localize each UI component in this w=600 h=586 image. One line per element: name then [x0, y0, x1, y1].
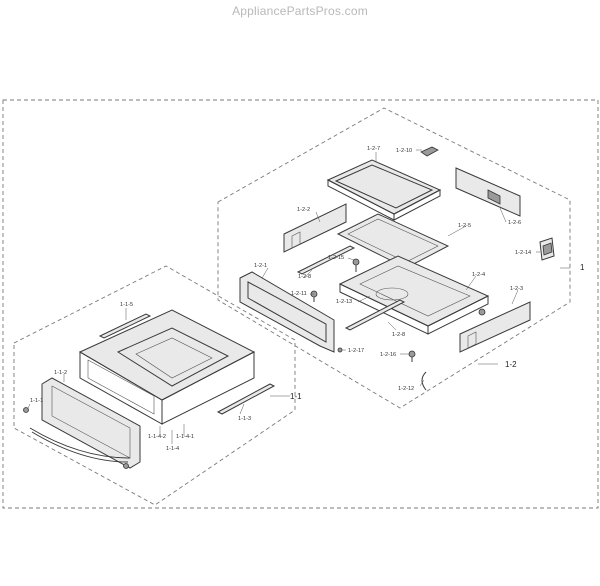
part-rail-lower [344, 299, 406, 331]
part-screw-15 [352, 258, 360, 272]
leader-lines [27, 149, 570, 444]
part-clip [420, 146, 439, 157]
label-1-1-5: 1-1-5 [120, 302, 133, 308]
part-screw-17 [337, 347, 343, 353]
label-1-2-5: 1-2-5 [458, 223, 471, 229]
part-screw-right [478, 308, 486, 316]
part-drawer-handle [29, 427, 131, 463]
label-1-1-4-1: 1-1-4-1 [176, 434, 194, 440]
label-1-2-1: 1-2-1 [254, 263, 267, 269]
label-1-1-4: 1-1-4 [166, 446, 179, 452]
label-1-2-6: 1-2-6 [508, 220, 521, 226]
label-1-1-4-2: 1-1-4-2 [148, 434, 166, 440]
part-screw-16 [408, 350, 416, 362]
label-1-2-7: 1-2-7 [367, 146, 380, 152]
label-1-2-13: 1-2-13 [336, 299, 352, 305]
part-front-frame [239, 271, 335, 353]
label-1-2-14: 1-2-14 [515, 250, 531, 256]
watermark: AppliancePartsPros.com [232, 4, 368, 18]
assembly-1-2-boundary [217, 107, 571, 409]
label-1-2-12: 1-2-12 [398, 386, 414, 392]
label-1-2-11: 1-2-11 [291, 291, 307, 297]
assembly-1-1-boundary [13, 265, 296, 506]
label-1-2-8-lower: 1-2-8 [392, 332, 405, 338]
label-1-2-8-upper: 1-2-8 [298, 274, 311, 280]
part-wire-12 [421, 371, 427, 391]
part-rail-upper [296, 245, 356, 275]
part-drawer-rail-side [216, 383, 276, 415]
outer-boundary [2, 99, 599, 509]
label-1-1-3: 1-1-3 [238, 416, 251, 422]
part-glass-panel [336, 213, 450, 269]
label-assembly-1: 1 [580, 263, 585, 272]
part-drawer-rail-top [98, 313, 152, 339]
label-1-2-16: 1-2-16 [380, 352, 396, 358]
label-1-1-1: 1-1-1 [30, 398, 43, 404]
part-base-tray [338, 255, 490, 335]
label-1-2-15: 1-2-15 [328, 255, 344, 261]
label-1-2-17: 1-2-17 [348, 348, 364, 354]
label-assembly-1-1: 1-1 [290, 392, 302, 401]
part-drawer-body [78, 309, 256, 425]
label-1-2-2: 1-2-2 [297, 207, 310, 213]
part-side-bracket-left [283, 203, 347, 253]
label-1-2-4: 1-2-4 [472, 272, 485, 278]
label-1-2-3: 1-2-3 [510, 286, 523, 292]
part-drawer-front [41, 377, 141, 469]
part-small-bracket [539, 237, 555, 261]
part-drawer-screw [23, 407, 29, 413]
label-assembly-1-2: 1-2 [505, 360, 517, 369]
label-1-1-2: 1-1-2 [54, 370, 67, 376]
part-back-panel [455, 167, 521, 217]
part-drawer-screw-2 [123, 463, 129, 469]
part-frame-top [326, 159, 442, 221]
label-1-2-10: 1-2-10 [396, 148, 412, 154]
part-side-bracket-right [459, 301, 531, 353]
part-screw-11 [310, 290, 318, 302]
